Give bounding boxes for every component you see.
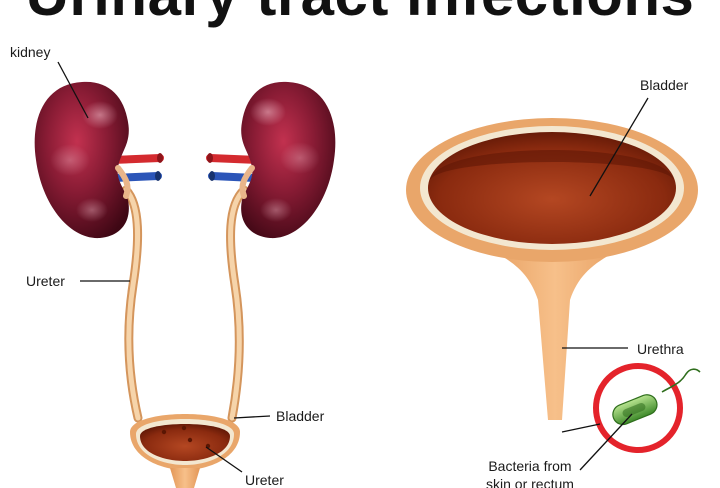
- label-bacteria-line2: skin or rectum: [486, 476, 574, 488]
- label-bladder-large: Bladder: [640, 77, 689, 93]
- leader-bacteria-urethra: [561, 423, 601, 433]
- bacteria-callout: [593, 363, 701, 453]
- label-kidney: kidney: [10, 44, 51, 60]
- leader-bladder-small: [233, 415, 271, 419]
- label-ureter-bottom: Ureter: [245, 472, 284, 488]
- leader-bacteria: [579, 413, 633, 471]
- label-bacteria: Bacteria from skin or rectum: [486, 457, 574, 488]
- kidney-right: [239, 81, 336, 239]
- leader-ureter-bottom: [205, 446, 243, 473]
- leader-kidney: [57, 61, 89, 119]
- kidney-left: [34, 81, 131, 239]
- label-urethra: Urethra: [637, 341, 684, 357]
- label-bladder-small: Bladder: [276, 408, 325, 424]
- bladder-large: [406, 118, 698, 420]
- label-bacteria-line1: Bacteria from: [488, 458, 572, 474]
- bladder-small: [130, 414, 240, 488]
- leader-bladder-large: [589, 97, 649, 197]
- page-title: Urinary tract infections: [0, 0, 720, 28]
- label-ureter-left: Ureter: [26, 273, 65, 289]
